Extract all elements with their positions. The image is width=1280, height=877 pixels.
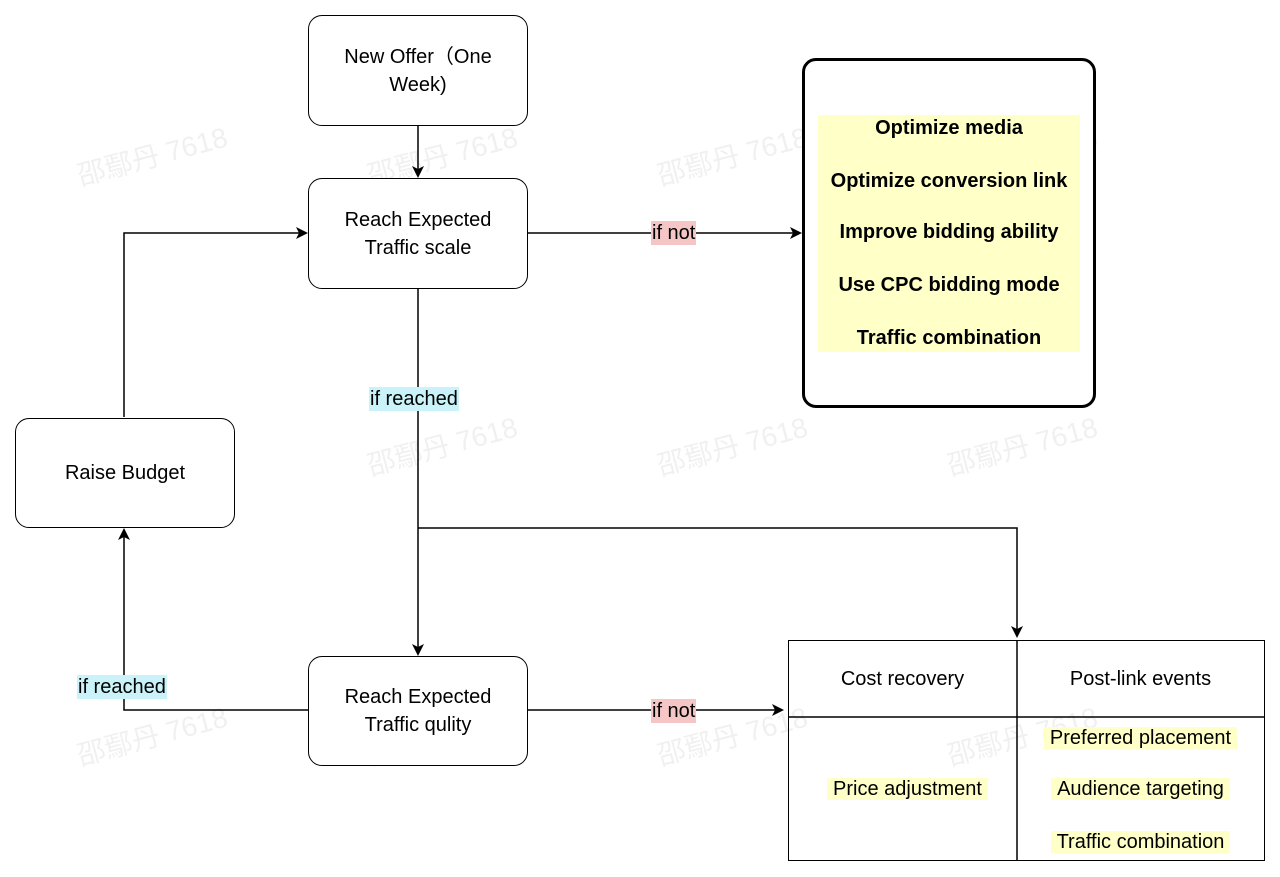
node-raise-budget: Raise Budget: [15, 418, 235, 528]
optimize-item: Use CPC bidding mode: [838, 274, 1060, 296]
edge-budget-to-scale: [123, 227, 308, 417]
node-reach-traffic-quality: Reach Expected Traffic qulity: [308, 656, 528, 766]
table-cell-post-link-item: Preferred placement: [1017, 725, 1264, 751]
optimize-item: Optimize conversion link: [830, 170, 1068, 192]
node-new-offer: New Offer（One Week): [308, 15, 528, 126]
table-cell-post-link-item: Audience targeting: [1017, 776, 1264, 802]
table-cell-post-link-item: Traffic combination: [1017, 829, 1264, 855]
optimize-item: Optimize media: [875, 117, 1023, 139]
optimize-box-highlight: [818, 115, 1080, 352]
node-reach-traffic-quality-label: Reach Expected Traffic qulity: [344, 686, 492, 736]
node-raise-budget-label: Raise Budget: [64, 462, 186, 484]
edge-quality-to-budget: [118, 528, 308, 711]
edge-label-if-not-quality: if not: [651, 699, 697, 723]
price-adjustment-text: Price adjustment: [827, 778, 988, 800]
table-header-post-link-events: Post-link events: [1069, 668, 1212, 690]
adjustment-table: [787, 639, 1265, 861]
edge-branch-to-table: [418, 527, 1023, 638]
edge-label-if-reached-scale: if reached: [369, 387, 459, 411]
table-cell-cost-recovery-item: Price adjustment: [788, 776, 1027, 802]
node-reach-traffic-scale-label: Reach Expected Traffic scale: [344, 208, 492, 259]
optimize-item: Improve bidding ability: [839, 221, 1059, 243]
edge-label-if-not-scale: if not: [651, 221, 697, 245]
node-new-offer-label: New Offer（One Week): [344, 45, 492, 96]
node-reach-traffic-scale: Reach Expected Traffic scale: [308, 178, 528, 289]
table-header-cost-recovery: Cost recovery: [840, 668, 965, 690]
traffic-combination-text: Traffic combination: [1050, 831, 1231, 853]
audience-targeting-text: Audience targeting: [1051, 778, 1230, 800]
optimize-item: Traffic combination: [856, 327, 1042, 349]
preferred-placement-text: Preferred placement: [1043, 727, 1238, 749]
table-grid: [787, 639, 1265, 861]
edge-label-if-reached-quality: if reached: [77, 675, 167, 699]
